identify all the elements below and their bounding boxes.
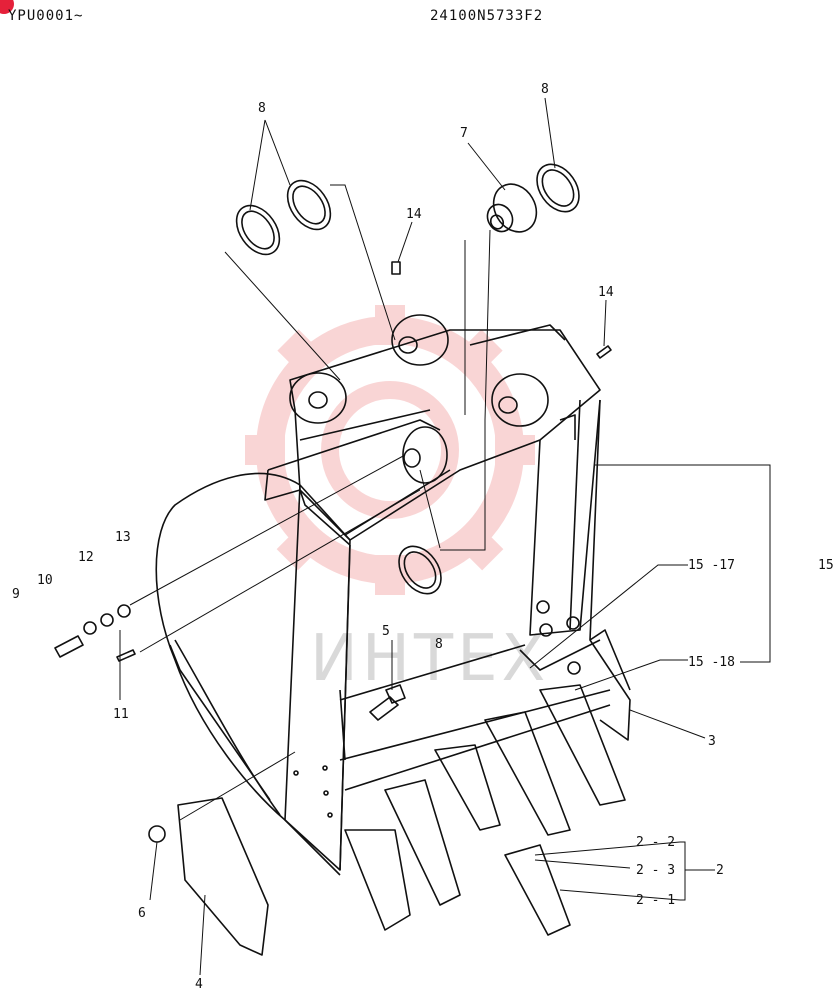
callout-3: 3 <box>708 734 716 749</box>
callout-4: 4 <box>195 977 203 992</box>
side-bolts <box>293 600 581 818</box>
washer-part-10 <box>83 621 97 635</box>
bolt-part-9 <box>54 635 84 658</box>
seal-ring-center <box>398 545 442 595</box>
pin-boss-lugs <box>289 314 549 484</box>
callout-10: 10 <box>37 573 53 588</box>
callout-14-left: 14 <box>406 207 422 222</box>
sheet-code: YPU0001~ <box>8 8 84 24</box>
callout-8-upper-left: 8 <box>258 101 266 116</box>
callout-14-right: 14 <box>598 285 614 300</box>
callout-11: 11 <box>113 707 129 722</box>
part-number: 24100N5733F2 <box>430 8 544 24</box>
seal-ring-upper-left <box>235 204 281 256</box>
callout-5: 5 <box>382 624 390 639</box>
tooth-part-2 <box>504 844 571 936</box>
callout-15: 15 <box>818 558 834 573</box>
pin-part-11 <box>116 649 136 662</box>
watermark-text: ИНТЕХ <box>310 622 549 696</box>
bushing-part-7 <box>486 183 538 233</box>
seal-ring-upper-mid <box>286 179 332 231</box>
callout-2-2: 2 - 2 <box>636 835 675 850</box>
callout-9: 9 <box>12 587 20 602</box>
callout-12: 12 <box>78 550 94 565</box>
callout-2: 2 <box>716 863 724 878</box>
pin-14-left <box>391 261 401 275</box>
corner-marker <box>0 0 14 14</box>
watermark-gear-icon <box>245 305 535 595</box>
bucket-teeth <box>344 684 626 931</box>
callout-8-center: 8 <box>435 637 443 652</box>
pin-14-right <box>596 345 612 359</box>
callout-15-17: 15 -17 <box>688 558 735 573</box>
callout-13: 13 <box>115 530 131 545</box>
nut-part-6 <box>148 825 166 843</box>
bolt-part-5 <box>369 684 406 721</box>
callout-15-18: 15 -18 <box>688 655 735 670</box>
side-cutter-part-4 <box>177 797 269 956</box>
callout-7: 7 <box>460 126 468 141</box>
callout-6: 6 <box>138 906 146 921</box>
seal-ring-upper-right <box>536 163 580 213</box>
callout-8-upper-right: 8 <box>541 82 549 97</box>
callout-2-1: 2 - 1 <box>636 893 675 908</box>
nut-part-13 <box>117 604 131 618</box>
callout-2-3: 2 - 3 <box>636 863 675 878</box>
leader-lines <box>119 97 771 976</box>
washer-part-12 <box>100 613 114 627</box>
bucket-body <box>155 324 631 876</box>
